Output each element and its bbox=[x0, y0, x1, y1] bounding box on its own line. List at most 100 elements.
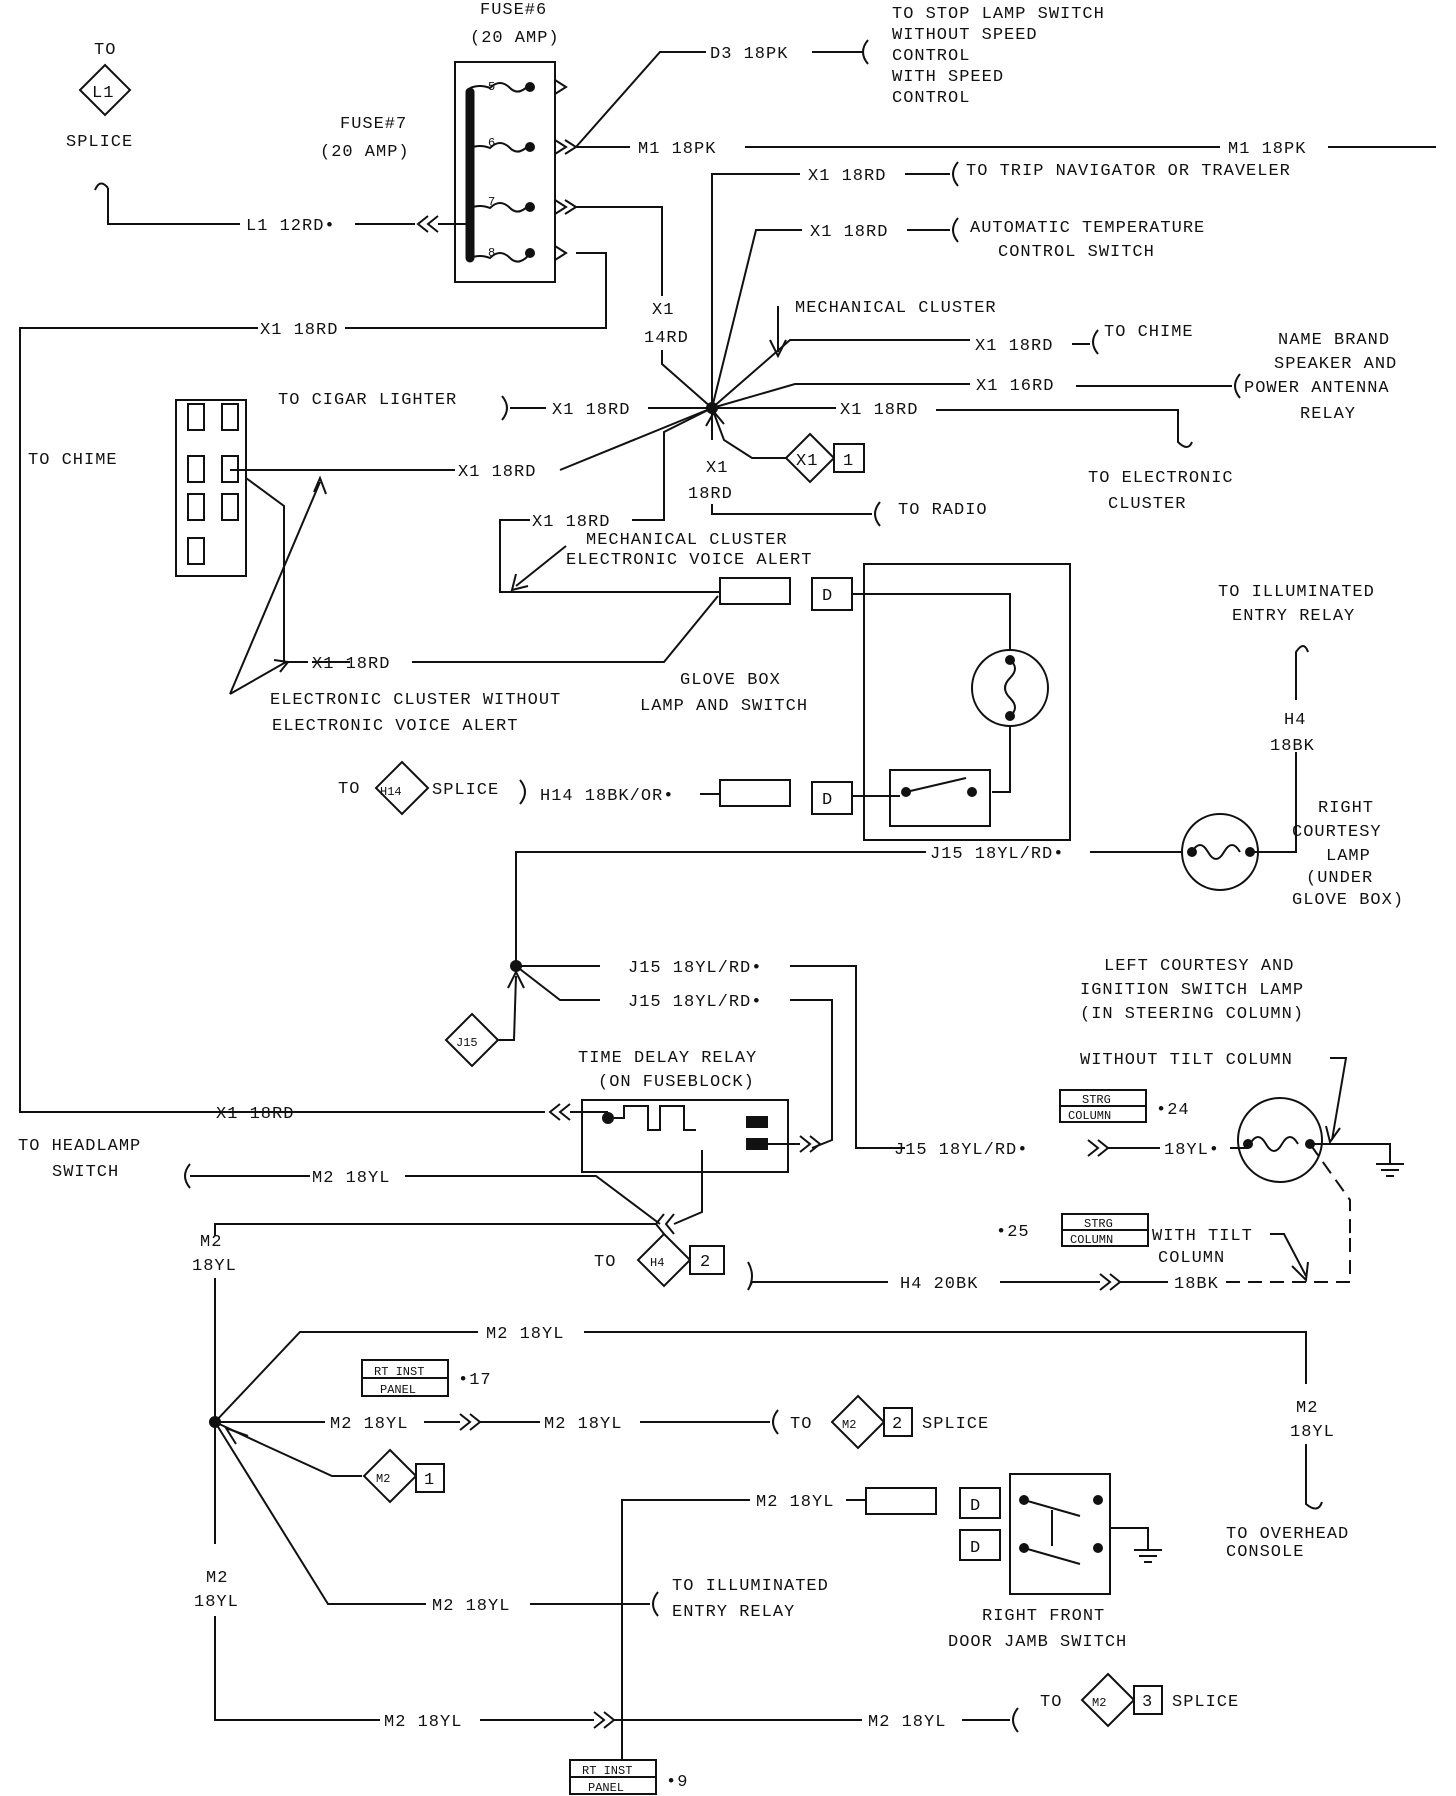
wire-x1-bottom-arrow bbox=[548, 1103, 571, 1121]
glove-box-switch-body bbox=[889, 769, 991, 827]
dest-rcl-3: LAMP bbox=[1326, 847, 1371, 866]
fuse-block: FUSE#6 (20 AMP) FUSE#7 (20 AMP) 5 6 7 8 bbox=[320, 1, 578, 283]
splice-m2-3-label: SPLICE bbox=[1172, 1693, 1239, 1712]
left-courtesy-lamp bbox=[1237, 1097, 1323, 1183]
wire-x1-radio bbox=[711, 504, 872, 515]
wire-x1-nv-label: X1 18RD bbox=[312, 655, 390, 674]
splice-m2-2-id: M2 bbox=[842, 1418, 856, 1432]
wire-h14-break bbox=[519, 779, 526, 805]
splice-m2-2-num: 2 bbox=[892, 1415, 903, 1434]
left-courtesy-left-dot bbox=[1243, 1139, 1253, 1149]
splice-l1-to: TO bbox=[94, 41, 116, 60]
chime-pin-b bbox=[221, 403, 239, 431]
wire-m2-long-left bbox=[214, 1331, 478, 1423]
wire-x1-trip-label: X1 18RD bbox=[808, 167, 886, 186]
fuse6-rating: (20 AMP) bbox=[470, 29, 560, 48]
wire-m2-door-riser bbox=[621, 1499, 750, 1762]
door-switch-contact-3 bbox=[1019, 1543, 1029, 1553]
dest-illum-top-2: ENTRY RELAY bbox=[1232, 607, 1355, 626]
splice-l1-label: SPLICE bbox=[66, 133, 133, 152]
wire-x1-14rd-bot: 14RD bbox=[644, 329, 689, 348]
door-switch-blades bbox=[1023, 1499, 1081, 1565]
splice-h14: TO H14 SPLICE bbox=[338, 760, 498, 816]
splice-m2-1: M2 1 bbox=[214, 1421, 445, 1504]
wire-m2-bottom-a-label: M2 18YL bbox=[384, 1713, 462, 1732]
splice-m2-3-num-box bbox=[1133, 1685, 1163, 1715]
tdr-terminal bbox=[602, 1112, 614, 1124]
tdr-contact-a bbox=[746, 1116, 768, 1128]
tdr-heater bbox=[614, 1105, 696, 1131]
rtinst9-ref: •9 bbox=[666, 1773, 688, 1792]
wire-l1-left bbox=[94, 182, 240, 225]
wire-j15-strg-label: J15 18YL/RD• bbox=[894, 1141, 1028, 1160]
splice-m2-1-arrow bbox=[223, 1426, 249, 1445]
splice-h4-num: 2 bbox=[700, 1253, 711, 1272]
splice-m2-2-label: SPLICE bbox=[922, 1415, 989, 1434]
wire-m2-long-label: M2 18YL bbox=[486, 1325, 564, 1344]
wire-d3-break bbox=[862, 39, 869, 65]
wire-bk-18-label: 18BK bbox=[1174, 1275, 1219, 1294]
glove-box-terminal-a-letter: D bbox=[822, 587, 833, 606]
fuse-7-terminal bbox=[525, 202, 535, 212]
splice-l1-id: L1 bbox=[92, 84, 114, 103]
splice-m2-3-diamond bbox=[1080, 1672, 1136, 1728]
without-tilt-pointer bbox=[1325, 1057, 1348, 1145]
splice-l1: TO L1 SPLICE bbox=[66, 41, 133, 152]
splice-h4-diamond bbox=[636, 1232, 692, 1288]
dest-chime-left: TO CHIME bbox=[28, 451, 118, 470]
wire-j15-b-left bbox=[515, 965, 600, 1001]
fuse-6-number: 6 bbox=[488, 136, 495, 150]
chime-pin-a bbox=[187, 403, 205, 431]
wire-fuse8-down bbox=[345, 252, 607, 329]
splice-h4-to: TO bbox=[594, 1253, 616, 1272]
fuse-8-terminal bbox=[525, 248, 535, 258]
wire-m2-bottom-arrow bbox=[593, 1711, 616, 1729]
wire-x1-temp bbox=[711, 229, 802, 409]
wire-x1-chime-break bbox=[1092, 329, 1099, 355]
wire-j15-lamp-left bbox=[515, 851, 926, 966]
wire-x1-long-left bbox=[19, 327, 258, 1113]
splice-m2-2-num-box bbox=[883, 1407, 913, 1437]
splice-l1-diamond bbox=[78, 63, 132, 117]
dest-door-jamb-1: RIGHT FRONT bbox=[982, 1607, 1105, 1626]
door-switch-contact-4 bbox=[1093, 1543, 1103, 1553]
fuse-5-element bbox=[469, 82, 529, 93]
door-switch-ground-wire bbox=[1110, 1527, 1149, 1540]
chime-pin-g bbox=[187, 537, 205, 565]
chime-pin-c bbox=[187, 455, 205, 483]
door-switch-terminal-a-letter: D bbox=[970, 1497, 981, 1516]
wire-x1-voice-loop bbox=[499, 519, 720, 593]
wire-m2-bottom-left bbox=[214, 1616, 380, 1721]
wire-x1-chime bbox=[711, 339, 970, 409]
wire-x1-voice-riser bbox=[632, 407, 713, 521]
right-courtesy-filament bbox=[1191, 844, 1241, 860]
strg-column-25: •25 STRG COLUMN bbox=[996, 1213, 1149, 1247]
strg25-line2: COLUMN bbox=[1070, 1233, 1113, 1247]
wire-m2-illum-left bbox=[214, 1421, 426, 1605]
door-switch-body bbox=[1009, 1473, 1111, 1595]
wire-h4-up bbox=[1250, 752, 1297, 853]
dest-lcl-1: LEFT COURTESY AND bbox=[1104, 957, 1294, 976]
splice-m2-1-diamond bbox=[362, 1448, 418, 1504]
wire-m1-label-a: M1 18PK bbox=[638, 140, 716, 159]
elec-nv-pointer-1 bbox=[229, 475, 327, 695]
wire-j15-strg-arrow bbox=[1087, 1139, 1110, 1157]
wire-m2-overhead bbox=[1305, 1444, 1323, 1510]
fuse-6-element bbox=[469, 142, 529, 153]
elec-nv-pointer-2 bbox=[229, 659, 290, 695]
dest-rcl-2: COURTESY bbox=[1292, 823, 1382, 842]
dest-illum-bot-1: TO ILLUMINATED bbox=[672, 1577, 829, 1596]
wire-d3-label: D3 18PK bbox=[710, 45, 788, 64]
wire-m2-to-trunk bbox=[214, 1223, 656, 1236]
fuse-8-arrow bbox=[554, 245, 568, 261]
wire-x1-bottom-label: X1 18RD bbox=[216, 1105, 294, 1124]
glove-box-lamp-top-dot bbox=[1005, 655, 1015, 665]
chime-pin-f bbox=[221, 493, 239, 521]
fuse-7-element bbox=[469, 202, 529, 213]
dest-elec-nv-2: ELECTRONIC VOICE ALERT bbox=[272, 717, 518, 736]
wire-m2-splice2-b-label: M2 18YL bbox=[544, 1415, 622, 1434]
wire-m2-left-top: M2 bbox=[200, 1233, 222, 1252]
wire-x1-16rd bbox=[711, 383, 970, 409]
glove-box-terminal-a bbox=[811, 577, 853, 611]
wire-m2-long-right bbox=[584, 1331, 1307, 1384]
